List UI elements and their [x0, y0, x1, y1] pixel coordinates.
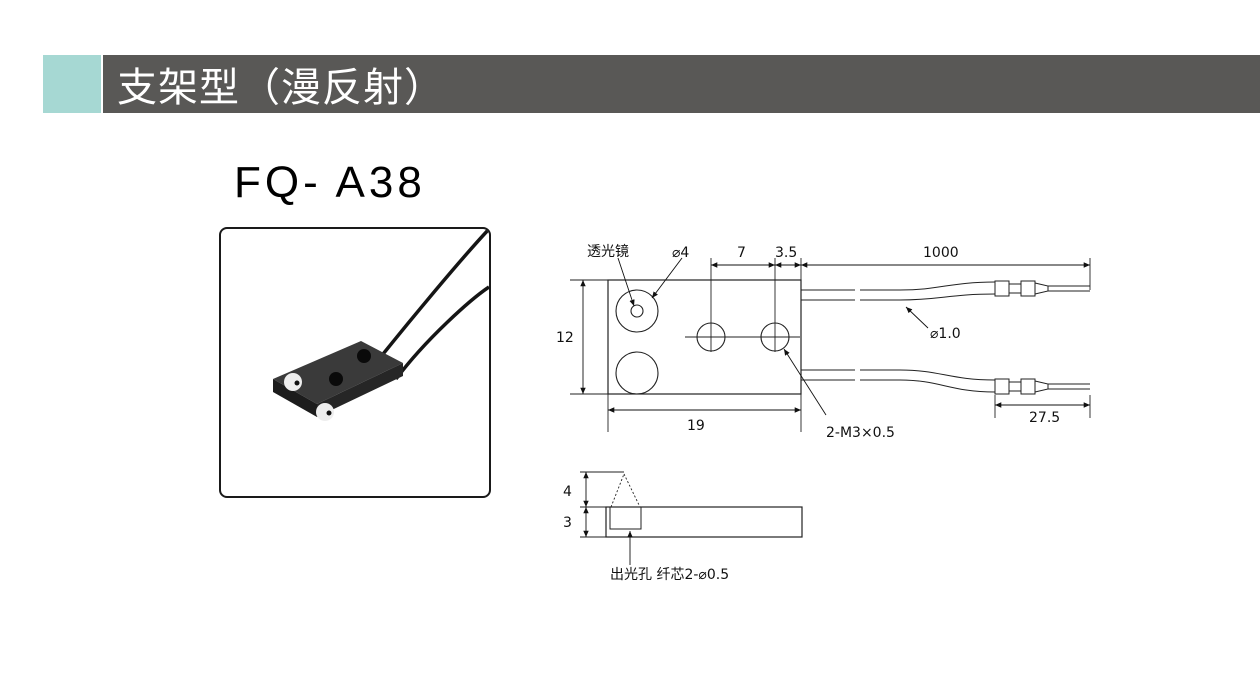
lens-label: 透光镜 [587, 244, 629, 260]
dim-label-1000: 1000 [923, 245, 959, 261]
mount-hole-icon [357, 349, 371, 363]
connector-nut [994, 280, 1010, 297]
lens-circle [615, 289, 659, 333]
sensor-body-outline [607, 279, 802, 395]
beam-dashed-line [623, 473, 641, 508]
fiber-sensor-bracket-photo-icon [273, 229, 489, 421]
cable-diameter-leader [905, 306, 929, 329]
dim-label-27-5: 27.5 [1029, 410, 1060, 426]
fiber-core-icon [326, 410, 332, 416]
dim-label-7: 7 [737, 245, 746, 261]
product-photo [219, 227, 491, 498]
cable-outline [860, 293, 996, 301]
diameter-leader [651, 257, 683, 299]
title-accent-block [43, 55, 101, 113]
title-bar: 支架型（漫反射） [103, 55, 1260, 113]
cable-outline [860, 369, 996, 381]
lens-icon [316, 403, 334, 421]
dim-label-12: 12 [556, 330, 574, 346]
lens-icon [284, 373, 302, 391]
lens-diameter-label: ⌀4 [672, 245, 689, 261]
dim-label-3: 3 [563, 515, 572, 531]
page-title: 支架型（漫反射） [117, 65, 445, 111]
dim-label-3-5: 3.5 [775, 245, 797, 261]
dimension-drawing: 透光镜 ⌀4 7 3.5 1000 ⌀1.0 12 19 2-M3×0.5 27… [556, 244, 1091, 583]
dim-label-19: 19 [687, 418, 705, 434]
dim-label-4: 4 [563, 484, 572, 500]
fiber-core-circle [630, 304, 644, 318]
cable-outline [860, 281, 996, 291]
block-front-face [273, 379, 317, 417]
fiber-core-icon [294, 380, 300, 386]
cable-line [369, 229, 489, 371]
lens-circle [615, 351, 659, 395]
model-name: FQ- A38 [234, 158, 426, 207]
screw-hole-leader [783, 348, 827, 416]
block-side-face [317, 363, 403, 417]
aperture-outline [609, 506, 642, 530]
side-body-outline [605, 506, 803, 538]
cable-diameter-label: ⌀1.0 [930, 326, 961, 342]
connector-nut [1020, 378, 1036, 395]
cable-line [394, 285, 489, 381]
connector-nut [1020, 280, 1036, 297]
cable-outline [860, 379, 996, 393]
beam-dashed-line [610, 473, 625, 508]
screw-hole-label: 2-M3×0.5 [826, 425, 895, 441]
aperture-label: 出光孔 纤芯2-⌀0.5 [610, 567, 729, 583]
lens-leader [617, 257, 635, 307]
mount-hole-icon [329, 372, 343, 386]
connector-nut [994, 378, 1010, 395]
